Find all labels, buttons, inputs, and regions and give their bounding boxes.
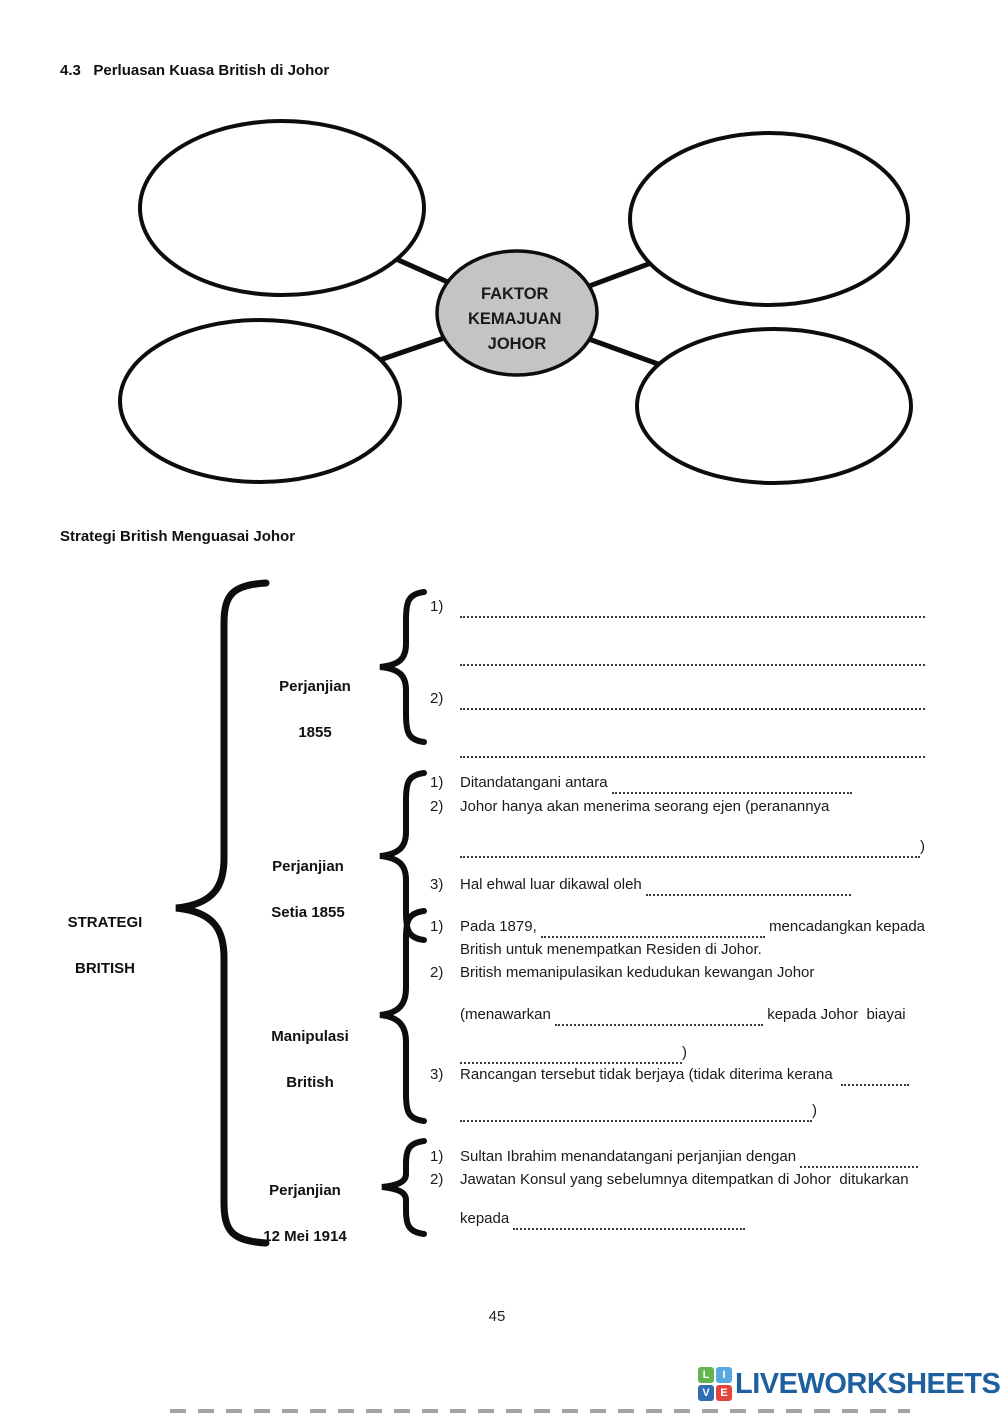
item-number: 3)	[430, 1066, 444, 1083]
worksheet-row	[430, 644, 925, 666]
page-title: 4.3 Perluasan Kuasa British di Johor	[60, 62, 330, 79]
answer-blank[interactable]	[460, 739, 925, 758]
worksheet-row	[430, 736, 925, 758]
rows-perjanjian-1855: 1) 2)	[430, 596, 925, 758]
answer-blank[interactable]	[460, 691, 925, 710]
center-topic-label: FAKTOR KEMAJUAN JOHOR	[468, 285, 566, 353]
logo-tile-v: V	[698, 1385, 714, 1401]
root-label-line: STRATEGI	[67, 914, 143, 931]
center-topic-oval	[435, 249, 599, 377]
root-label-line: BRITISH	[75, 960, 135, 977]
answer-blank[interactable]	[513, 1211, 746, 1230]
blank-oval-top-left[interactable]	[138, 119, 426, 297]
worksheet-row: British untuk menempatkan Residen di Joh…	[430, 939, 925, 961]
worksheet-row: 2) British memanipulasikan kedudukan kewa…	[430, 962, 925, 984]
item-number: 1)	[430, 598, 444, 615]
cutoff-text-fragment	[170, 1409, 910, 1413]
item-text: British memanipulasikan kedudukan kewang…	[460, 964, 815, 981]
label-perjanjian-12-mei-1914: Perjanjian 12 Mei 1914	[263, 1182, 347, 1245]
item-text: British untuk menempatkan Residen di Joh…	[460, 941, 762, 958]
answer-blank[interactable]	[460, 647, 925, 666]
blank-oval-top-right[interactable]	[628, 131, 910, 307]
item-text: Johor hanya akan menerima seorang ejen (…	[460, 798, 830, 815]
logo-tile-e: E	[716, 1385, 732, 1401]
item-number: 2)	[430, 690, 444, 707]
worksheet-row: )	[430, 836, 925, 858]
rows-perjanjian-setia-1855: 1) Ditandatangani antara 2) Johor hanya ak…	[430, 772, 925, 896]
logo-tile-i: I	[716, 1367, 732, 1383]
item-text: Sultan Ibrahim menandatangani perjanjian…	[460, 1148, 801, 1165]
blank-oval-bottom-right[interactable]	[635, 327, 913, 485]
section-heading: Strategi British Menguasai Johor	[60, 528, 296, 545]
blank-oval-bottom-left[interactable]	[118, 318, 402, 484]
label-manipulasi-british: Manipulasi British	[271, 1028, 349, 1091]
answer-blank[interactable]	[540, 919, 765, 938]
item-text: Pada 1879,	[460, 918, 541, 935]
item-text: Jawatan Konsul yang sebelumnya ditempatk…	[460, 1171, 909, 1188]
answer-blank[interactable]	[841, 1067, 910, 1086]
answer-blank[interactable]	[460, 599, 925, 618]
rows-perjanjian-12-mei-1914: 1) Sultan Ibrahim menandatangani perjanji…	[430, 1146, 925, 1230]
worksheet-row: kepada	[430, 1208, 925, 1230]
curly-brace-section-2	[379, 770, 427, 943]
item-text: )	[682, 1044, 687, 1061]
answer-blank[interactable]	[800, 1149, 919, 1168]
worksheet-row: 1) Pada 1879, mencadangkan kepada	[430, 916, 925, 938]
item-number: 2)	[430, 798, 444, 815]
item-number: 3)	[430, 876, 444, 893]
item-text: )	[812, 1102, 817, 1119]
item-text: Rancangan tersebut tidak berjaya (tidak …	[460, 1066, 842, 1083]
label-perjanjian-1855: Perjanjian 1855	[279, 678, 351, 741]
item-number: 1)	[430, 774, 444, 791]
curly-brace-section-1	[379, 589, 427, 745]
answer-blank[interactable]	[460, 1045, 682, 1064]
answer-blank[interactable]	[460, 839, 920, 858]
item-text: mencadangkan kepada	[764, 918, 925, 935]
curly-brace-section-3	[379, 908, 427, 1124]
item-number: 2)	[430, 1171, 444, 1188]
answer-blank[interactable]	[555, 1007, 764, 1026]
worksheet-row: 1) Sultan Ibrahim menandatangani perjanji…	[430, 1146, 925, 1168]
item-text: Hal ehwal luar dikawal oleh	[460, 876, 646, 893]
item-number: 1)	[430, 1148, 444, 1165]
item-number: 1)	[430, 918, 444, 935]
worksheet-row: 1) Ditandatangani antara	[430, 772, 925, 794]
worksheet-row: )	[430, 1042, 925, 1064]
answer-blank[interactable]	[645, 877, 851, 896]
logo-tile-l: L	[698, 1367, 714, 1383]
item-text: kepada	[460, 1210, 514, 1227]
worksheet-row: 1)	[430, 596, 925, 618]
worksheet-row: 2)	[430, 688, 925, 710]
item-text: kepada Johor biayai	[763, 1006, 906, 1023]
worksheet-row: 3) Rancangan tersebut tidak berjaya (tida…	[430, 1064, 925, 1086]
root-label-strategi-british: STRATEGI BRITISH	[40, 888, 170, 980]
answer-blank[interactable]	[460, 1103, 812, 1122]
curly-brace-section-4	[381, 1138, 427, 1237]
item-text: (menawarkan	[460, 1006, 556, 1023]
worksheet-row: (menawarkan kepada Johor biayai	[430, 1004, 925, 1026]
worksheet-row: )	[430, 1100, 925, 1122]
item-number: 2)	[430, 964, 444, 981]
liveworksheets-logo-text: LIVEWORKSHEETS	[735, 1367, 1000, 1400]
worksheet-row: 2) Jawatan Konsul yang sebelumnya ditempa…	[430, 1169, 925, 1191]
mindmap-diagram: FAKTOR KEMAJUAN JOHOR	[118, 119, 913, 485]
label-perjanjian-setia-1855: Perjanjian Setia 1855	[271, 858, 345, 921]
item-text: )	[920, 838, 925, 855]
worksheet-row: 2) Johor hanya akan menerima seorang ejen…	[430, 796, 925, 818]
page-number: 45	[488, 1308, 506, 1325]
worksheet-row: 3) Hal ehwal luar dikawal oleh	[430, 874, 925, 896]
item-text: Ditandatangani antara	[460, 774, 612, 791]
answer-blank[interactable]	[611, 775, 852, 794]
